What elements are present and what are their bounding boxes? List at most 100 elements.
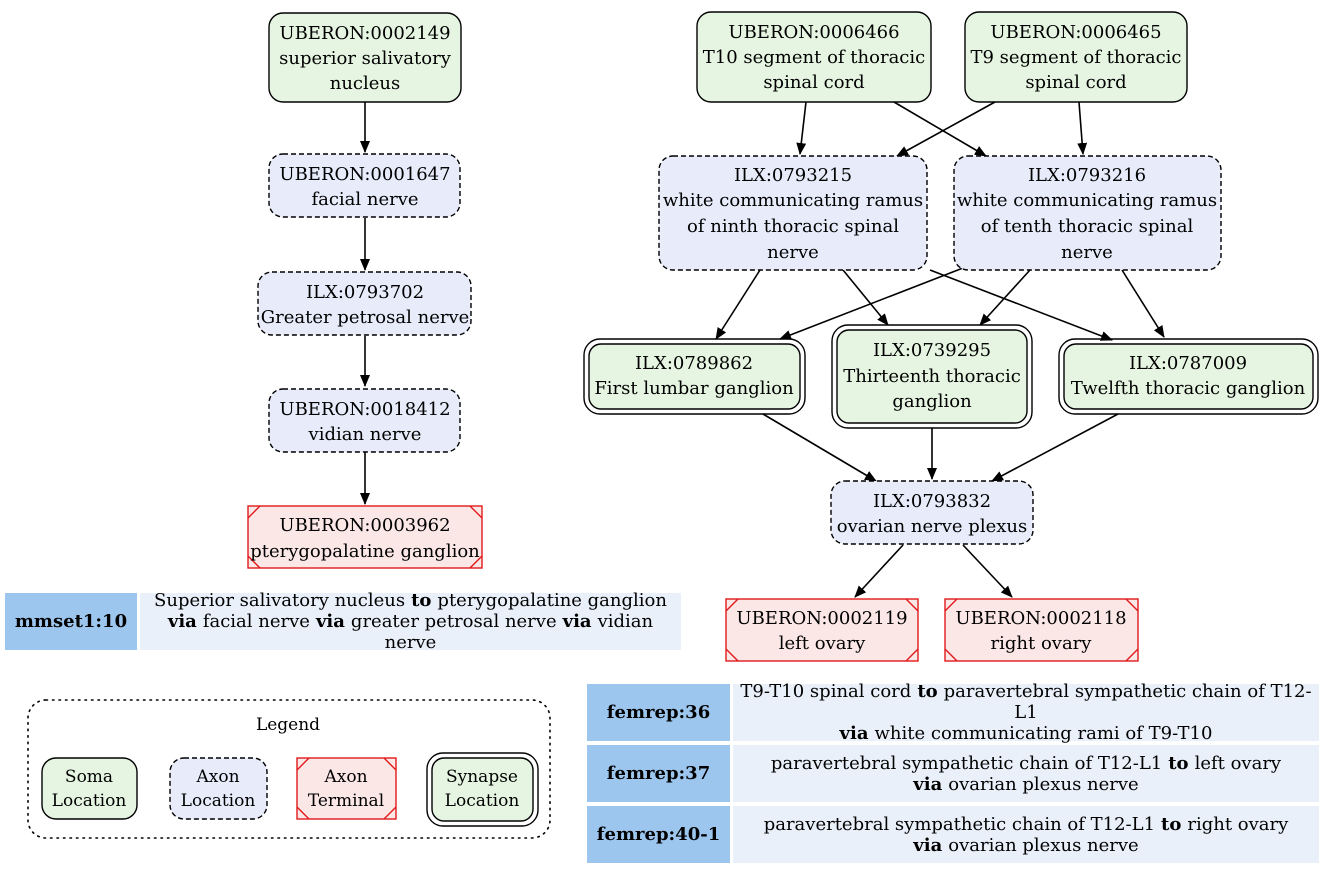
edge — [796, 101, 807, 155]
keyword-via: via — [562, 611, 592, 632]
node-ilx-0793216[interactable]: ILX:0793216 white communicating ramus of… — [953, 155, 1222, 271]
path-origin: paravertebral sympathetic chain of T12-L… — [763, 813, 1156, 835]
edge — [979, 269, 1031, 326]
node-label: ganglion — [892, 391, 972, 412]
node-label: ovarian nerve plexus — [837, 516, 1027, 537]
edge — [1121, 269, 1165, 338]
node-label: superior salivatory — [279, 48, 452, 69]
node-id: UBERON:0006465 — [990, 22, 1161, 43]
node-label: left ovary — [779, 633, 866, 654]
legend-label: Soma — [65, 767, 113, 787]
keyword-via: via — [913, 773, 943, 795]
node-ilx-0787009[interactable]: ILX:0787009 Twelfth thoracic ganglion — [1058, 338, 1319, 415]
node-uberon-0001647[interactable]: UBERON:0001647 facial nerve — [268, 153, 461, 218]
keyword-to: to — [917, 681, 938, 702]
node-uberon-0006466[interactable]: UBERON:0006466 T10 segment of thoracic s… — [696, 11, 932, 103]
node-id: UBERON:0001647 — [279, 164, 450, 185]
path-label: femrep:37 — [587, 745, 730, 802]
legend-label: Synapse — [446, 767, 518, 787]
via-item: vidian nerve — [384, 611, 654, 653]
keyword-via: via — [167, 611, 197, 632]
node-uberon-0002149[interactable]: UBERON:0002149 superior salivatory nucle… — [268, 12, 462, 103]
path-label: mmset1:10 — [5, 593, 137, 650]
edge — [1077, 101, 1088, 155]
node-uberon-0002118[interactable]: UBERON:0002118 right ovary — [944, 598, 1139, 662]
node-label: Greater petrosal nerve — [261, 307, 470, 328]
node-ilx-0793215[interactable]: ILX:0793215 white communicating ramus of… — [658, 155, 928, 271]
edge — [779, 267, 964, 340]
path-origin: paravertebral sympathetic chain of T12-L… — [770, 752, 1163, 774]
legend-label: Location — [445, 791, 520, 811]
node-label: white communicating ramus — [957, 190, 1217, 211]
keyword-via: via — [839, 723, 869, 744]
path-destination: left ovary — [1194, 752, 1282, 774]
node-label: spinal cord — [1025, 72, 1126, 93]
node-label: T9 segment of thoracic — [971, 47, 1182, 68]
node-label: of tenth thoracic spinal — [981, 216, 1194, 237]
via-item: ovarian plexus nerve — [948, 834, 1139, 856]
legend-synapse: Synapse Location — [426, 752, 539, 827]
edge — [991, 413, 1119, 482]
node-uberon-0002119[interactable]: UBERON:0002119 left ovary — [725, 598, 919, 662]
via-item: facial nerve — [202, 611, 310, 632]
legend-axon: Axon Location — [169, 757, 268, 820]
node-id: UBERON:0002118 — [955, 608, 1126, 629]
node-id: ILX:0793832 — [873, 491, 991, 512]
path-destination: paravertebral sympathetic chain of T12-L… — [943, 681, 1312, 723]
via-item: white communicating rami of T9-T10 — [874, 723, 1213, 744]
node-id: ILX:0793702 — [306, 282, 424, 303]
node-label: facial nerve — [311, 189, 418, 210]
edge — [762, 413, 877, 482]
node-label: Twelfth thoracic ganglion — [1071, 378, 1306, 399]
node-label: right ovary — [991, 633, 1093, 654]
path-label: femrep:36 — [587, 684, 730, 741]
node-label: First lumbar ganglion — [594, 378, 794, 399]
node-id: UBERON:0003962 — [279, 515, 450, 536]
node-ilx-0739295[interactable]: ILX:0739295 Thirteenth thoracic ganglion — [831, 324, 1033, 429]
node-label: nucleus — [330, 73, 401, 94]
legend-terminal: Axon Terminal — [296, 757, 397, 820]
path-description: paravertebral sympathetic chain of T12-L… — [733, 806, 1319, 863]
node-id: UBERON:0006466 — [728, 22, 899, 43]
node-ilx-0793702[interactable]: ILX:0793702 Greater petrosal nerve — [257, 271, 472, 336]
via-item: ovarian plexus nerve — [948, 773, 1139, 795]
node-label: of ninth thoracic spinal — [687, 216, 899, 237]
node-uberon-0006465[interactable]: UBERON:0006465 T9 segment of thoracic sp… — [964, 11, 1188, 103]
keyword-via: via — [913, 834, 943, 856]
node-label: pterygopalatine ganglion — [250, 541, 480, 562]
legend-title: Legend — [256, 715, 320, 735]
node-id: UBERON:0002149 — [279, 23, 450, 44]
node-ilx-0789862[interactable]: ILX:0789862 First lumbar ganglion — [583, 338, 806, 415]
node-label: white communicating ramus — [663, 190, 923, 211]
path-description: paravertebral sympathetic chain of T12-L… — [733, 745, 1319, 802]
node-label: nerve — [1061, 242, 1113, 263]
keyword-to: to — [411, 590, 432, 611]
node-id: UBERON:0018412 — [279, 399, 450, 420]
node-uberon-0018412[interactable]: UBERON:0018412 vidian nerve — [268, 388, 461, 453]
node-ilx-0793832[interactable]: ILX:0793832 ovarian nerve plexus — [830, 480, 1034, 545]
path-origin: Superior salivatory nucleus — [154, 590, 406, 611]
keyword-via: via — [315, 611, 345, 632]
path-label: femrep:40-1 — [587, 806, 730, 863]
via-item: greater petrosal nerve — [350, 611, 557, 632]
edge — [893, 101, 987, 157]
legend-soma: Soma Location — [41, 757, 138, 820]
edge — [854, 544, 904, 598]
edge — [929, 269, 1113, 341]
node-id: ILX:0789862 — [635, 353, 753, 374]
node-uberon-0003962[interactable]: UBERON:0003962 pterygopalatine ganglion — [247, 505, 483, 569]
legend-label: Terminal — [308, 791, 384, 811]
edge — [842, 269, 889, 326]
node-label: vidian nerve — [308, 424, 422, 445]
path-destination: pterygopalatine ganglion — [437, 590, 667, 611]
node-id: ILX:0739295 — [873, 340, 991, 361]
legend-label: Location — [181, 791, 256, 811]
keyword-to: to — [1161, 813, 1182, 835]
legend-label: Location — [52, 791, 127, 811]
node-id: UBERON:0002119 — [736, 608, 907, 629]
legend: Legend Soma Location Axon Location Axon … — [27, 699, 551, 839]
keyword-to: to — [1168, 752, 1189, 774]
